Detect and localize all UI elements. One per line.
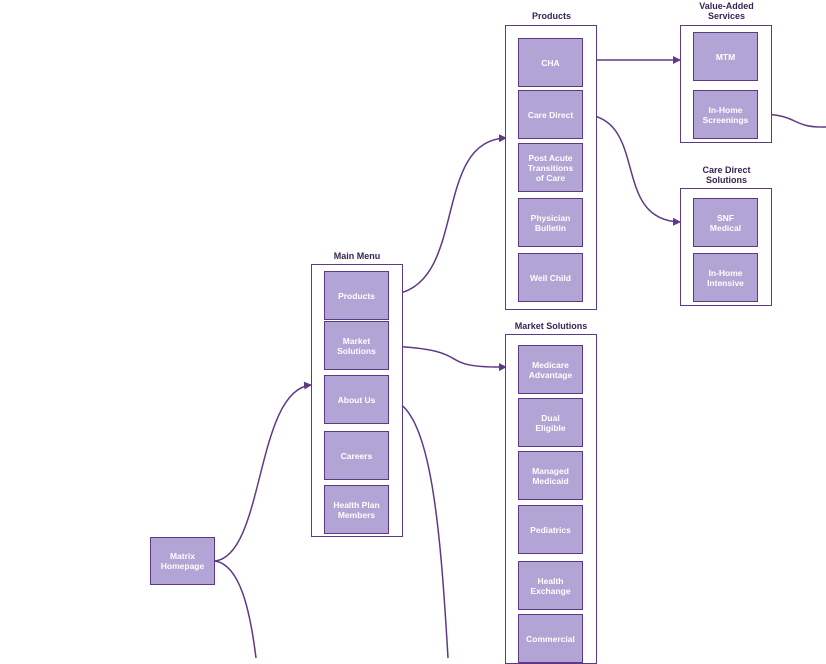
products-item-physician-bulletin[interactable]: Physician Bulletin xyxy=(518,198,583,247)
main-menu-title: Main Menu xyxy=(333,251,381,261)
market-solutions-item-pediatrics[interactable]: Pediatrics xyxy=(518,505,583,554)
value-added-item-in-home-screenings[interactable]: In-Home Screenings xyxy=(693,90,758,139)
main-menu-item-health-plan-members[interactable]: Health Plan Members xyxy=(324,485,389,534)
products-item-post-acute[interactable]: Post Acute Transitions of Care xyxy=(518,143,583,192)
main-menu-item-products[interactable]: Products xyxy=(324,271,389,320)
main-menu-item-market-solutions[interactable]: Market Solutions xyxy=(324,321,389,370)
products-item-cha[interactable]: CHA xyxy=(518,38,583,87)
products-item-well-child[interactable]: Well Child xyxy=(518,253,583,302)
link-about-us-down xyxy=(388,398,449,658)
care-direct-item-snf-medical[interactable]: SNF Medical xyxy=(693,198,758,247)
value-added-item-mtm[interactable]: MTM xyxy=(693,32,758,81)
link-care-direct-to-solutions xyxy=(582,113,681,226)
value-added-services-title: Value-Added Services xyxy=(699,1,754,21)
main-menu-item-about-us[interactable]: About Us xyxy=(324,375,389,424)
products-item-care-direct[interactable]: Care Direct xyxy=(518,90,583,139)
market-solutions-item-health-exchange[interactable]: Health Exchange xyxy=(518,561,583,610)
link-market-solutions-to-group xyxy=(388,345,507,372)
market-solutions-item-dual-eligible[interactable]: Dual Eligible xyxy=(518,398,583,447)
matrix-homepage-node[interactable]: Matrix Homepage xyxy=(150,537,215,585)
link-homepage-to-main-menu xyxy=(214,381,312,562)
products-title: Products xyxy=(531,11,571,21)
link-products-to-products-group xyxy=(388,134,507,296)
care-direct-solutions-title: Care Direct Solutions xyxy=(702,165,751,185)
market-solutions-item-commercial[interactable]: Commercial xyxy=(518,614,583,663)
market-solutions-item-medicare-advantage[interactable]: Medicare Advantage xyxy=(518,345,583,394)
care-direct-item-in-home-intensive[interactable]: In-Home Intensive xyxy=(693,253,758,302)
link-homepage-down xyxy=(214,560,257,658)
market-solutions-item-managed-medicaid[interactable]: Managed Medicaid xyxy=(518,451,583,500)
main-menu-item-careers[interactable]: Careers xyxy=(324,431,389,480)
market-solutions-title: Market Solutions xyxy=(514,321,588,331)
